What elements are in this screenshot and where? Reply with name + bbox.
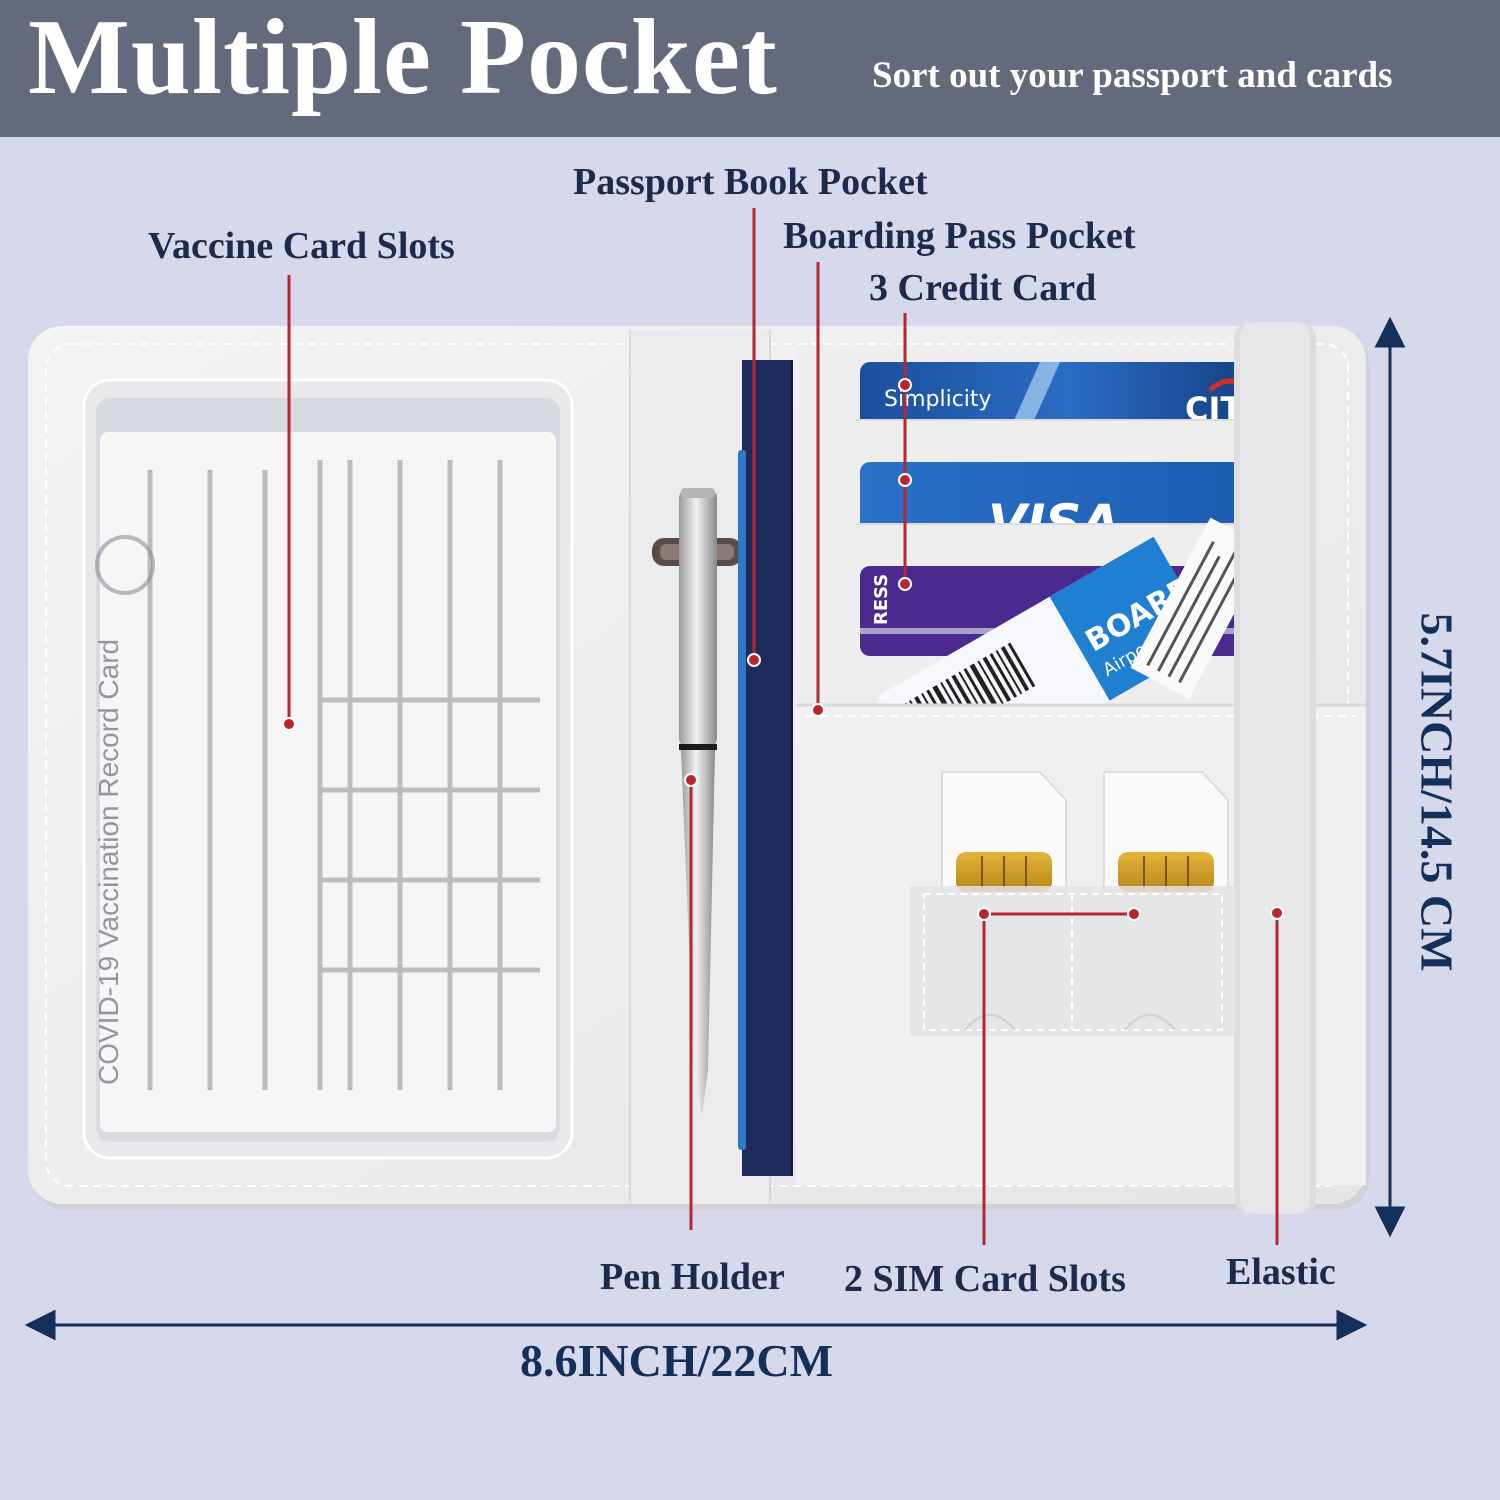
height-arrow-bottom-head (1374, 1206, 1406, 1238)
dot-elastic (1270, 906, 1284, 920)
dot-boarding (811, 703, 825, 717)
dimension-width: 8.6INCH/22CM (520, 1335, 834, 1386)
page-subtitle: Sort out your passport and cards (872, 55, 1393, 96)
label-passport-book-pocket: Passport Book Pocket (573, 161, 928, 203)
label-pen-holder: Pen Holder (600, 1256, 785, 1298)
label-credit-card: 3 Credit Card (869, 267, 1097, 309)
dot-sim-2 (1127, 907, 1141, 921)
dot-pen (684, 773, 698, 787)
elastic-band (1234, 322, 1316, 1214)
header-banner: Multiple Pocket Sort out your passport a… (0, 0, 1500, 137)
label-sim-card-slots: 2 SIM Card Slots (844, 1258, 1126, 1300)
vaccine-card-title: COVID-19 Vaccination Record Card (93, 639, 124, 1085)
width-arrow-left-head (24, 1309, 56, 1341)
dot-credit-3 (898, 577, 912, 591)
card1-brand: Simplicity (884, 387, 992, 412)
dimension-height: 5.7INCH/14.5 CM (1411, 612, 1463, 972)
dot-passport (747, 653, 761, 667)
label-elastic: Elastic (1226, 1251, 1336, 1293)
dot-credit-2 (898, 473, 912, 487)
dot-sim-1 (977, 907, 991, 921)
label-boarding-pass-pocket: Boarding Pass Pocket (783, 215, 1136, 257)
card3-side: RESS (871, 574, 892, 625)
page-title: Multiple Pocket (28, 0, 778, 117)
leader-lines (282, 208, 1284, 1245)
dimension-arrows (24, 316, 1406, 1341)
dot-vaccine (282, 717, 296, 731)
width-arrow-right-head (1336, 1309, 1368, 1341)
sim-cards (910, 771, 1234, 1036)
right-panel: Simplicity CIT VISA sp RESS (796, 345, 1366, 1185)
vaccine-card-window: COVID-19 Vaccination Record Card (82, 378, 574, 1160)
label-vaccine-card-slots: Vaccine Card Slots (148, 225, 455, 267)
passport-book (738, 360, 793, 1176)
dot-credit-1 (898, 378, 912, 392)
height-arrow-top-head (1374, 316, 1406, 348)
